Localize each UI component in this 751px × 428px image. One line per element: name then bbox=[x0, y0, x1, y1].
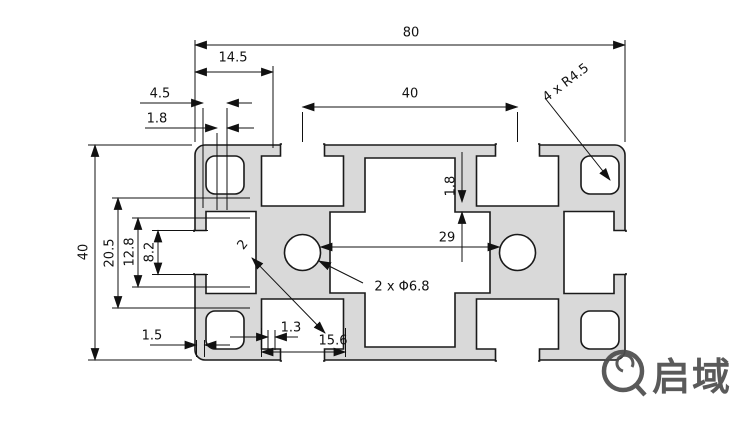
dim-label-lip-offset: 4.5 bbox=[149, 86, 171, 102]
t-slot-right bbox=[563, 210, 627, 295]
dimension-lines bbox=[90, 40, 627, 362]
dim-label-slot-cavity-width: 15.6 bbox=[318, 333, 348, 349]
dim-label-inner-wall: 1.8 bbox=[443, 175, 459, 197]
corner-channel-bottom-left bbox=[205, 310, 245, 350]
corner-channel-top-right bbox=[580, 155, 620, 195]
corner-channel-top-left bbox=[205, 155, 245, 195]
profile-shape bbox=[192, 142, 628, 363]
center-cavity bbox=[329, 157, 491, 348]
dim-label-slot-cavity-height: 12.8 bbox=[122, 237, 138, 267]
extension-lines bbox=[88, 40, 626, 361]
watermark: 启域 bbox=[598, 340, 748, 406]
dim-label-core-holes: 2 x Φ6.8 bbox=[374, 279, 430, 295]
dim-label-left-span: 20.5 bbox=[102, 238, 118, 268]
slot-mouth-openings bbox=[192, 142, 628, 363]
dim-label-top-wall: 1.8 bbox=[146, 111, 168, 127]
qiyu-logo-icon bbox=[601, 349, 647, 397]
dim-label-overall-width: 80 bbox=[402, 25, 420, 41]
dim-label-slot-opening: 8.2 bbox=[142, 241, 158, 263]
core-hole-right bbox=[498, 233, 537, 272]
t-slot-bottom-right bbox=[475, 298, 560, 362]
dim-label-center-cavity-width: 29 bbox=[438, 230, 456, 246]
watermark-text: 启域 bbox=[652, 354, 733, 399]
t-slot-top-left bbox=[260, 143, 345, 207]
dim-label-bottom-lip: 1.3 bbox=[280, 320, 302, 336]
t-slot-top-right bbox=[475, 143, 560, 207]
dim-label-overall-height: 40 bbox=[76, 243, 92, 261]
dim-label-bottom-wall: 1.5 bbox=[141, 328, 163, 344]
core-hole-left bbox=[283, 233, 322, 272]
dim-label-slot-pitch: 40 bbox=[401, 86, 419, 102]
corner-channel-bottom-right bbox=[580, 310, 620, 350]
dim-label-edge-to-slot: 14.5 bbox=[218, 50, 248, 66]
